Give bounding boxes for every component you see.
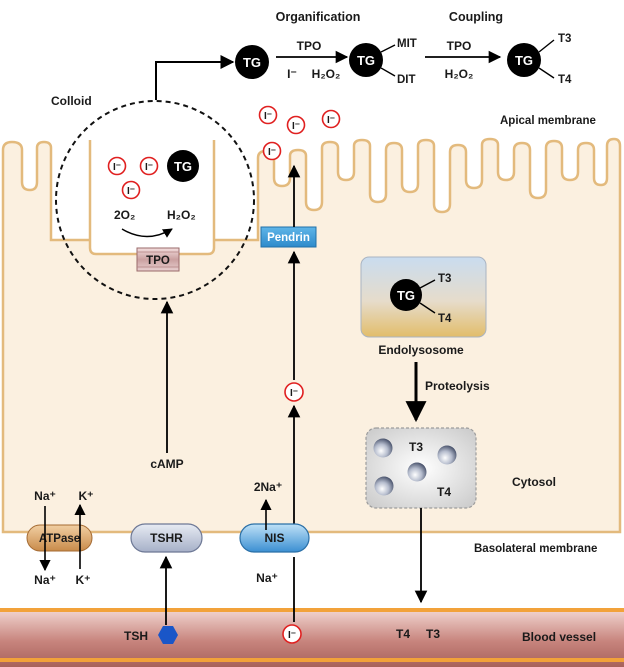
svg-text:I⁻: I⁻: [127, 186, 135, 197]
atpase-pump: [26, 524, 93, 552]
tshr-label: TSHR: [150, 531, 183, 545]
tg-endolysosome: [390, 279, 422, 311]
mit-bond: [380, 44, 396, 53]
colloid-circle: [55, 100, 255, 300]
svg-text:I⁻: I⁻: [290, 388, 298, 399]
iodide-blood: I⁻: [282, 624, 302, 644]
iodide-cytosol: I⁻: [284, 382, 304, 402]
svg-text:I⁻: I⁻: [327, 115, 335, 126]
svg-text:I⁻: I⁻: [288, 630, 296, 641]
svg-text:I⁻: I⁻: [264, 111, 272, 122]
endo-t4-label: T4: [438, 313, 452, 325]
nis-na-blood: Na⁺: [256, 571, 278, 585]
tg-endolysosome-label: TG: [397, 288, 415, 303]
svg-text:I⁻: I⁻: [292, 121, 300, 132]
mit-label: MIT: [397, 38, 417, 50]
nis-2na: 2Na⁺: [254, 480, 282, 494]
endo-t3-label: T3: [438, 273, 451, 285]
basolateral-membrane-label: Basolateral membrane: [474, 543, 597, 555]
iodide-apical-2: I⁻: [286, 115, 306, 135]
organification-h2o2: H₂O₂: [312, 67, 341, 81]
cytosol-t3-label: T3: [409, 440, 423, 454]
nis-label: NIS: [264, 531, 284, 545]
colloid-to-tg-arrow: [155, 55, 235, 100]
blood-vessel-label: Blood vessel: [522, 630, 596, 644]
t4-label-top: T4: [558, 74, 572, 86]
tshr-receptor: [130, 523, 203, 553]
tpo-enzyme-label: TPO: [146, 255, 170, 267]
product-h2o2: H₂O₂: [167, 208, 196, 222]
tg-colloid: [167, 150, 199, 182]
atpase-na-out: Na⁺: [34, 573, 56, 587]
endolysosome-label: Endolysosome: [378, 343, 464, 357]
iodide-apical-4: I⁻: [262, 141, 282, 161]
tsh-label: TSH: [124, 629, 148, 643]
t3-bond: [538, 39, 555, 53]
tg-label-1: TG: [243, 55, 261, 70]
t3-label-top: T3: [558, 33, 571, 45]
dit-bond: [380, 67, 396, 77]
svg-text:I⁻: I⁻: [268, 147, 276, 158]
apical-membrane-label: Apical membrane: [500, 115, 596, 127]
iodide-colloid-1: I⁻: [107, 156, 127, 176]
tg-molecule-2: [349, 43, 383, 77]
tg-label-3: TG: [515, 53, 533, 68]
tg-molecule-1: [235, 45, 269, 79]
tsh-hexagon: [158, 626, 178, 644]
tg-label-2: TG: [357, 53, 375, 68]
pendrin-label: Pendrin: [267, 232, 310, 244]
tpo-enzyme: [136, 247, 180, 272]
proteolysis-label: Proteolysis: [425, 379, 490, 393]
vessel-wall-bottom: [0, 658, 624, 662]
vesicle-2: [437, 445, 457, 465]
reactant-o2: 2O₂: [114, 208, 135, 222]
coupling-label: Coupling: [449, 10, 503, 24]
pendrin-transporter: [260, 226, 317, 248]
svg-text:I⁻: I⁻: [145, 162, 153, 173]
svg-text:I⁻: I⁻: [113, 162, 121, 173]
vesicle-1: [373, 438, 393, 458]
atpase-k-in: K⁺: [79, 489, 94, 503]
iodide-colloid-2: I⁻: [139, 156, 159, 176]
nis-symporter: [239, 523, 310, 553]
atpase-na-in: Na⁺: [34, 489, 56, 503]
organification-tpo: TPO: [297, 39, 322, 53]
endo-t3-bond: [419, 279, 436, 289]
t4-bond: [538, 67, 555, 79]
atpase-k-out: K⁺: [76, 573, 91, 587]
endolysosome: [360, 256, 487, 338]
atpase-label: ATPase: [39, 533, 80, 545]
tg-colloid-label: TG: [174, 159, 192, 174]
cytosol-label: Cytosol: [512, 475, 556, 489]
camp-label: cAMP: [150, 457, 183, 471]
iodide-apical-1: I⁻: [258, 105, 278, 125]
coupling-tpo: TPO: [447, 39, 472, 53]
blood-t4-label: T4: [396, 627, 410, 641]
blood-vessel: [0, 610, 624, 667]
iodide-apical-3: I⁻: [321, 109, 341, 129]
vesicle-3: [407, 462, 427, 482]
organification-iodide: I⁻: [287, 67, 297, 81]
organification-label: Organification: [276, 10, 361, 24]
vessel-wall-top: [0, 608, 624, 612]
cytosol-t4-label: T4: [437, 485, 451, 499]
o2-to-h2o2-arrow: [121, 228, 173, 238]
blood-t3-label: T3: [426, 627, 440, 641]
tg-molecule-3: [507, 43, 541, 77]
dit-label: DIT: [397, 74, 416, 86]
endo-t4-bond: [419, 302, 436, 314]
colloid-label: Colloid: [51, 94, 92, 108]
vesicle-4: [374, 476, 394, 496]
coupling-h2o2: H₂O₂: [445, 67, 474, 81]
iodide-colloid-3: I⁻: [121, 180, 141, 200]
